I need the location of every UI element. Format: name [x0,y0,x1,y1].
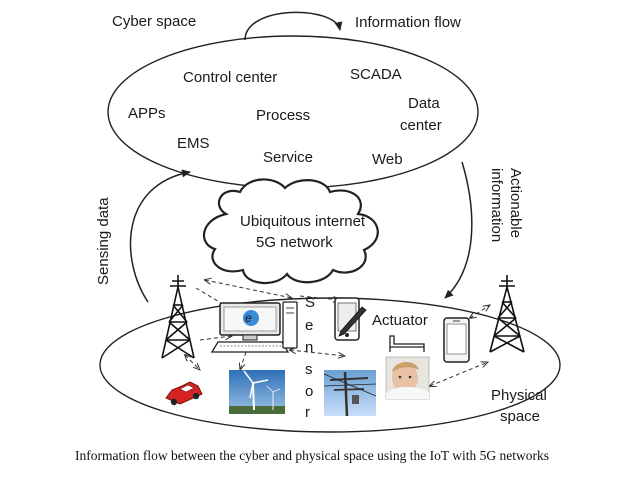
computer-icon: e [210,301,298,353]
right-cell-tower-icon [489,275,525,353]
actionable-information-label-line2: information [488,168,505,242]
service-label: Service [263,149,313,166]
power-pole-image [323,370,377,417]
actuator-label: Actuator [372,312,428,329]
apps-label: APPs [128,105,166,122]
control-center-label: Control center [183,69,277,86]
process-label: Process [256,107,310,124]
figure-caption: Information flow between the cyber and p… [75,448,549,463]
svg-text:S: S [305,294,315,311]
physical-space-label-line1: Physical [491,387,547,404]
cyber-space-label: Cyber space [112,13,196,30]
web-label: Web [372,151,403,168]
actionable-information-arrow [444,161,473,299]
physical-space-ellipse [99,297,561,433]
ems-label: EMS [177,135,210,152]
bed-icon [389,335,425,352]
network-line1: Ubiquitous internet [240,213,366,230]
svg-text:n: n [305,339,313,356]
left-cell-tower-icon [161,275,195,359]
svg-text:e: e [245,311,252,325]
tablet-pen-icon [334,297,367,341]
smartphone-icon [443,317,470,363]
network-cloud [202,178,379,285]
data-center-label-line1: Data [408,95,440,112]
svg-text:o: o [305,383,313,400]
wireless-links [185,280,490,386]
physical-space-label-line2: space [500,408,540,425]
svg-text:r: r [305,404,310,421]
wind-turbine-image [229,370,285,414]
patient-image [385,356,430,400]
sensing-data-arrow [129,169,191,303]
information-flow-label: Information flow [355,14,461,31]
information-flow-arrow [244,11,343,41]
sensing-data-label: Sensing data [95,197,112,285]
scada-label: SCADA [350,66,402,83]
svg-text:s: s [305,361,313,378]
svg-text:e: e [305,317,313,334]
sensor-label: S e n s o r [305,294,315,421]
network-line2: 5G network [256,234,333,251]
car-icon [165,381,203,406]
actionable-information-label-line1: Actionable [507,168,524,238]
data-center-label-line2: center [400,117,442,134]
